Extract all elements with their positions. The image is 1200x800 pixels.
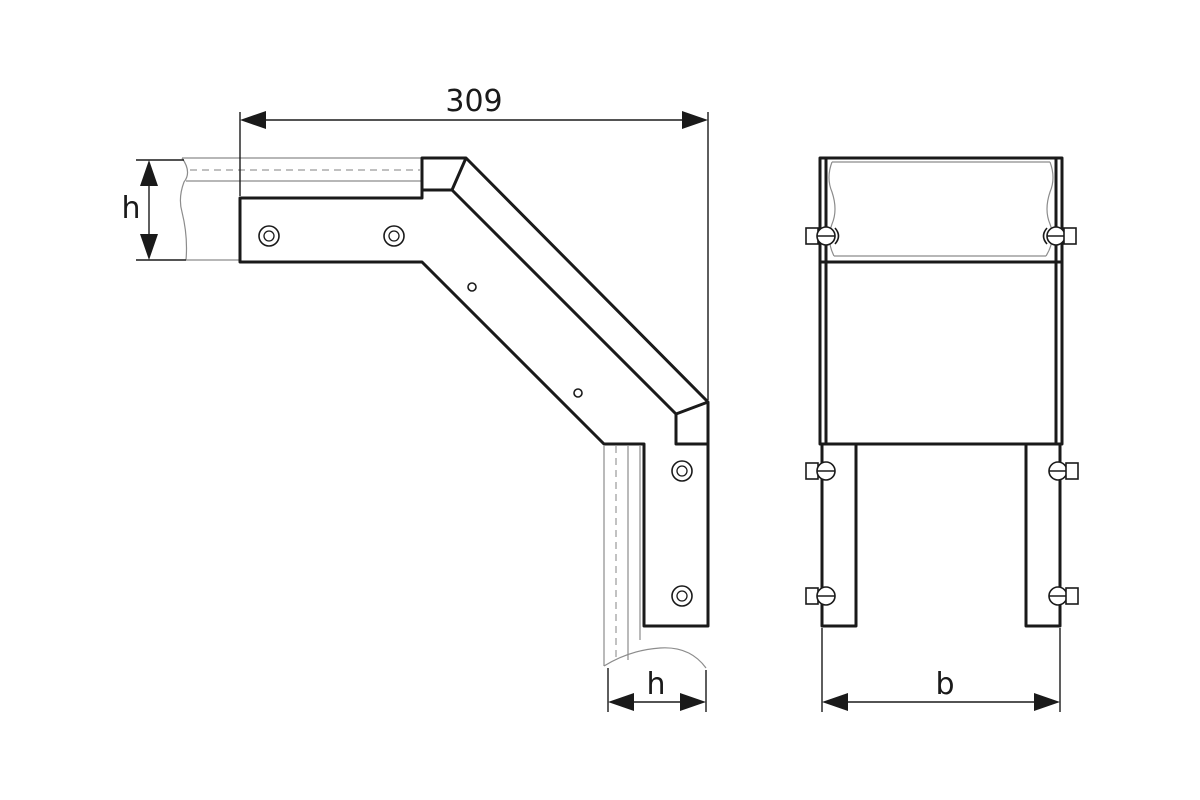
dimension-label-h-bottom: h xyxy=(646,667,665,702)
front-leg-left xyxy=(820,442,858,628)
rivet-hole xyxy=(573,388,583,398)
front-bolt-left-mid xyxy=(805,461,836,481)
adjacent-tray-front xyxy=(828,161,1054,257)
side-bolt-2 xyxy=(383,225,405,247)
front-bolt-left-top xyxy=(805,226,840,246)
front-bolt-right-mid xyxy=(1048,461,1079,481)
front-body xyxy=(818,156,1064,446)
side-view: 309 h h xyxy=(121,84,710,712)
dimension-width: b xyxy=(821,628,1061,712)
front-bolt-left-bottom xyxy=(805,586,836,606)
dimension-label-309: 309 xyxy=(445,84,502,119)
side-bolt-1 xyxy=(258,225,280,247)
side-bolt-4 xyxy=(671,585,693,607)
front-view: b xyxy=(805,156,1079,712)
dimension-height-bottom: h xyxy=(607,667,707,712)
bend-body xyxy=(238,156,710,628)
dimension-label-h-left: h xyxy=(121,191,140,226)
side-bolt-3 xyxy=(671,460,693,482)
adjacent-tray-left xyxy=(179,157,422,261)
dimension-height-left: h xyxy=(121,159,186,261)
front-bolt-right-bottom xyxy=(1048,586,1079,606)
rivet-hole xyxy=(467,282,477,292)
dimension-label-b: b xyxy=(935,667,954,702)
front-bolt-right-top xyxy=(1042,226,1077,246)
dimension-overall-length: 309 xyxy=(239,84,709,400)
adjacent-tray-bottom xyxy=(603,446,707,669)
front-leg-right xyxy=(1024,442,1062,628)
